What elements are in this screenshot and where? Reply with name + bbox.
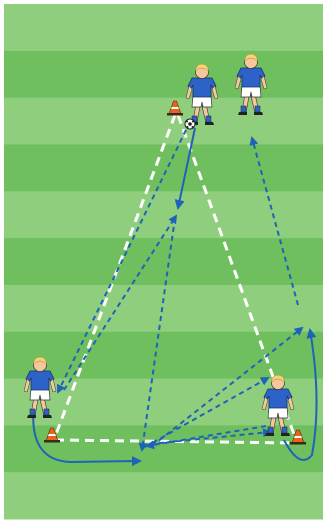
pitch-stripe (4, 191, 323, 238)
pitch-stripe (4, 98, 323, 145)
pitch-stripe (4, 51, 323, 98)
pitch-stripe (4, 4, 323, 51)
pitch-stripe (4, 332, 323, 379)
pitch-stripe (4, 144, 323, 191)
ball-icon (185, 119, 195, 129)
pitch-stripe (4, 238, 323, 285)
pitch-stripe (4, 472, 323, 519)
